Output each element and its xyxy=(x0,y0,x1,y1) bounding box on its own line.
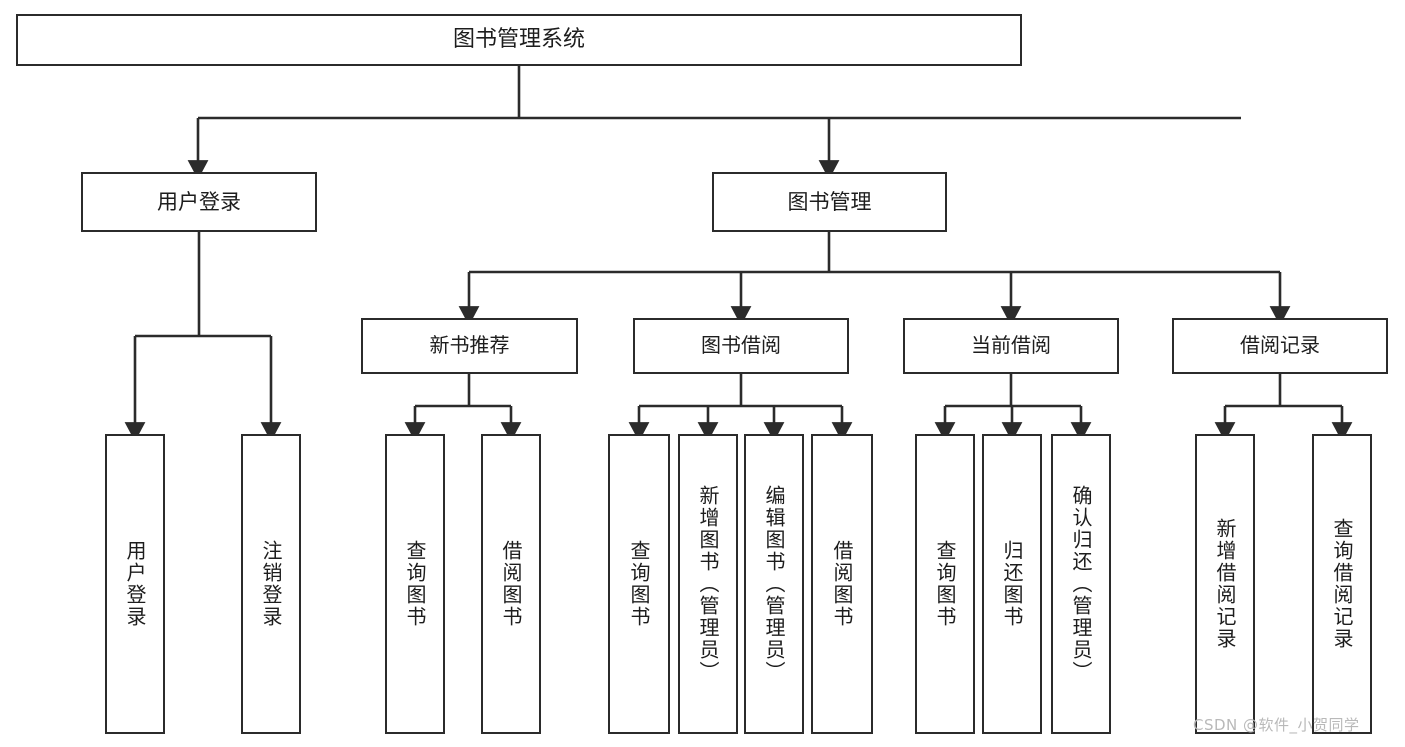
leaf-query-book-newbook-label: 查询图书 xyxy=(403,540,427,628)
leaf-borrow-book[interactable]: 借阅图书 xyxy=(811,434,873,734)
leaf-logout-login[interactable]: 注销登录 xyxy=(241,434,301,734)
leaf-user-login[interactable]: 用户登录 xyxy=(105,434,165,734)
node-new-book-recommend[interactable]: 新书推荐 xyxy=(361,318,578,374)
leaf-return-book[interactable]: 归还图书 xyxy=(982,434,1042,734)
leaf-borrow-book-newbook-label: 借阅图书 xyxy=(499,540,523,628)
node-current-borrow[interactable]: 当前借阅 xyxy=(903,318,1119,374)
leaf-query-book-current-label: 查询图书 xyxy=(933,540,957,628)
leaf-add-book-admin-label: 新增图书（管理员） xyxy=(696,485,720,683)
leaf-logout-login-label: 注销登录 xyxy=(259,540,283,628)
node-current-borrow-label: 当前借阅 xyxy=(971,333,1051,358)
node-borrow-record[interactable]: 借阅记录 xyxy=(1172,318,1388,374)
node-book-borrow-label: 图书借阅 xyxy=(701,333,781,358)
leaf-add-book-admin[interactable]: 新增图书（管理员） xyxy=(678,434,738,734)
node-root[interactable]: 图书管理系统 xyxy=(16,14,1022,66)
leaf-return-book-label: 归还图书 xyxy=(1000,540,1024,628)
node-borrow-record-label: 借阅记录 xyxy=(1240,333,1320,358)
leaf-query-borrow-record-label: 查询借阅记录 xyxy=(1330,518,1354,650)
leaf-query-book-current[interactable]: 查询图书 xyxy=(915,434,975,734)
leaf-query-book-borrow-label: 查询图书 xyxy=(627,540,651,628)
node-user-login[interactable]: 用户登录 xyxy=(81,172,317,232)
leaf-edit-book-admin-label: 编辑图书（管理员） xyxy=(762,485,786,683)
leaf-confirm-return-admin[interactable]: 确认归还（管理员） xyxy=(1051,434,1111,734)
node-root-label: 图书管理系统 xyxy=(452,27,585,53)
node-user-login-label: 用户登录 xyxy=(157,189,241,214)
leaf-confirm-return-admin-label: 确认归还（管理员） xyxy=(1069,485,1093,683)
watermark: CSDN @软件_小贺同学 xyxy=(1193,716,1360,734)
leaf-add-borrow-record[interactable]: 新增借阅记录 xyxy=(1195,434,1255,734)
node-book-management[interactable]: 图书管理 xyxy=(712,172,947,232)
leaf-edit-book-admin[interactable]: 编辑图书（管理员） xyxy=(744,434,804,734)
leaf-query-book-newbook[interactable]: 查询图书 xyxy=(385,434,445,734)
node-book-borrow[interactable]: 图书借阅 xyxy=(633,318,849,374)
leaf-query-borrow-record[interactable]: 查询借阅记录 xyxy=(1312,434,1372,734)
leaf-user-login-label: 用户登录 xyxy=(123,540,147,628)
leaf-borrow-book-label: 借阅图书 xyxy=(830,540,854,628)
leaf-borrow-book-newbook[interactable]: 借阅图书 xyxy=(481,434,541,734)
leaf-query-book-borrow[interactable]: 查询图书 xyxy=(608,434,670,734)
leaf-add-borrow-record-label: 新增借阅记录 xyxy=(1213,518,1237,650)
node-book-management-label: 图书管理 xyxy=(787,189,872,214)
node-new-book-recommend-label: 新书推荐 xyxy=(429,333,510,358)
